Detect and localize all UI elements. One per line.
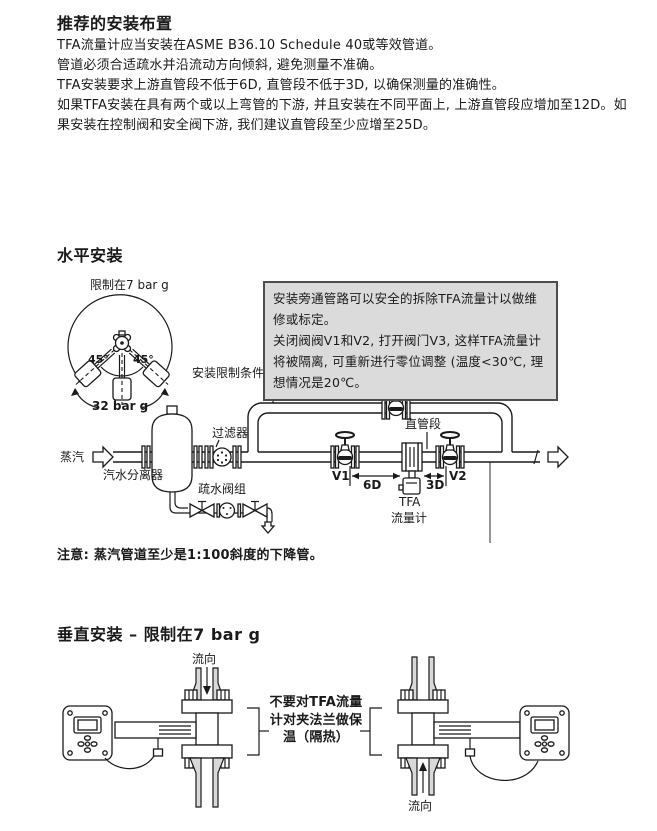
drain-arrow-icon — [260, 521, 276, 534]
vertical-installation-figure: 流向 — [62, 651, 570, 813]
dimension-3d: 3D — [424, 466, 447, 492]
up-arrow-icon — [419, 762, 427, 771]
separator-label: 汽水分离器 — [103, 467, 163, 482]
steam-pipe-note: 注意: 蒸汽管道至少是1:100斜度的下降管。 — [57, 548, 324, 563]
limit-bottom-label: 32 bar g — [92, 399, 148, 413]
bypass-box-line1: 安装旁通管路可以安全的拆除TFA流量计以做维修或标定。 — [273, 291, 538, 327]
sensor-hub-icon — [112, 330, 132, 353]
flowmeter-display-icon — [62, 705, 113, 761]
valve-v1-label: V1 — [332, 469, 350, 483]
trap-set-label: 疏水阀组 — [198, 481, 246, 496]
flowmeter-label: 流量计 — [391, 511, 427, 525]
tfa-label: TFA — [398, 495, 421, 509]
flow-out-arrow-icon — [547, 445, 569, 469]
dimension-6d: 6D — [349, 466, 400, 492]
intro-line: TFA安装要求上游直管段不低于6D, 直管段不低于3D, 以确保测量的准确性。 — [57, 78, 506, 93]
strainer-label: 过滤器 — [212, 426, 248, 440]
strainer-icon — [204, 445, 242, 469]
insulation-warning-line: 不要对TFA流量 — [269, 695, 363, 710]
piping-diagram: 蒸汽 汽水分离器 过滤器 — [60, 368, 569, 543]
dim-6d-label: 6D — [363, 478, 381, 492]
flowmeter-display-icon — [519, 705, 570, 761]
section-title-horizontal: 水平安装 — [57, 246, 124, 265]
valve-v1-icon — [330, 431, 360, 469]
bracket-right — [369, 707, 382, 756]
down-arrow-icon — [203, 686, 211, 695]
limit-top-label: 限制在7 bar g — [90, 278, 169, 292]
valve-v2-icon — [435, 431, 465, 469]
cable-connector-icon — [464, 748, 476, 757]
bypass-instruction-box: 安装旁通管路可以安全的拆除TFA流量计以做维修或标定。 关闭阀阀V1和V2, 打… — [263, 281, 558, 401]
flow-direction-top-label: 流向 — [192, 651, 216, 666]
meter-position-vertical — [112, 352, 132, 406]
vertical-diagram-upflow: 流向 — [360, 656, 570, 813]
mounting-limit-diagram: 限制在7 bar g 45° 45° 32 bar g 安装限制条件 — [67, 278, 264, 413]
page-title: 推荐的安装布置 — [57, 14, 173, 33]
bracket-left — [247, 707, 260, 756]
intro-line: TFA流量计应当安装在ASME B36.10 Schedule 40或等效管道。 — [57, 38, 442, 53]
bypass-box-line2: 关闭阀阀V1和V2, 打开阀门V3, 这样TFA流量计将被隔离, 可重新进行零位… — [273, 333, 544, 390]
cable — [469, 755, 539, 782]
cable — [104, 755, 155, 770]
dim-3d-label: 3D — [426, 478, 444, 492]
insulation-warning: 不要对TFA流量 计对夹法兰做保 温（隔热） — [268, 694, 364, 747]
flow-direction-bottom-label: 流向 — [408, 798, 432, 813]
intro-line: 如果TFA安装在具有两个或以上弯管的下游, 并且安装在不同平面上, 上游直管段应… — [57, 98, 627, 113]
flow-in-arrow-icon — [92, 445, 114, 469]
intro-line: 管道必须合适疏水并沿流动方向倾斜, 避免测量不准确。 — [57, 58, 383, 73]
vertical-diagram-downflow: 流向 — [62, 651, 269, 808]
cable-connector-icon — [152, 748, 164, 757]
separator-icon — [141, 405, 203, 493]
limit-caption: 安装限制条件 — [192, 365, 264, 380]
tfa-flowmeter-icon — [398, 442, 423, 495]
intro-line: 果安装在控制阀和安全阀下游, 我们建议直管段至少应增至25D。 — [57, 118, 437, 133]
trap-set-icon — [169, 492, 276, 534]
bypass-pipe — [247, 402, 513, 452]
horizontal-installation-figure: 限制在7 bar g 45° 45° 32 bar g 安装限制条件 — [60, 278, 569, 543]
steam-label: 蒸汽 — [60, 449, 84, 464]
section-title-vertical: 垂直安装 – 限制在7 bar g — [57, 625, 261, 644]
insulation-warning-line: 计对夹法兰做保 — [269, 712, 363, 728]
intro-paragraphs: TFA流量计应当安装在ASME B36.10 Schedule 40或等效管道。… — [57, 36, 637, 136]
angle-right-label: 45° — [133, 353, 154, 366]
insulation-warning-line: 温（隔热） — [282, 730, 349, 745]
limit-arc — [67, 294, 173, 381]
straight-section-label: 直管段 — [405, 416, 441, 431]
valve-v2-label: V2 — [449, 469, 467, 483]
angle-left-label: 45° — [88, 353, 109, 366]
